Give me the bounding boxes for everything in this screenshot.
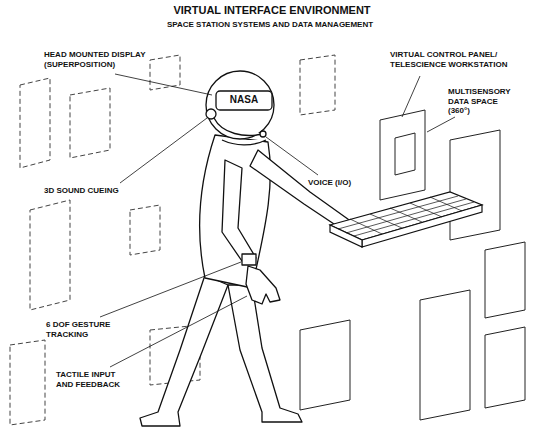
collar: [222, 140, 266, 145]
visor: [216, 91, 272, 110]
control-panel: [380, 110, 425, 200]
key-col: [350, 219, 382, 234]
left-arm: [222, 160, 256, 264]
leader-line: [266, 137, 318, 175]
left-leg: [140, 275, 228, 426]
gesture-tracker: [242, 254, 256, 265]
data-panel: [30, 200, 70, 310]
data-panel: [70, 88, 110, 158]
astronaut: [140, 71, 352, 426]
glove-hand: [246, 266, 280, 304]
diagram-title: VIRTUAL INTERFACE ENVIRONMENT: [2, 4, 540, 17]
helmet-logo: NASA: [216, 94, 272, 106]
key-col: [410, 203, 442, 217]
data-panel: [450, 130, 500, 240]
data-panel: [420, 290, 470, 420]
subtitle: SPACE STATION SYSTEMS AND DATA MANAGEMEN…: [140, 20, 400, 30]
control-panel-screen: [395, 133, 415, 175]
callout-label: MULTISENSORY DATA SPACE (360°): [448, 87, 522, 116]
key-grid: [338, 196, 474, 236]
right-leg: [228, 285, 302, 422]
callout-label: VIRTUAL CONTROL PANEL/ TELESCIENCE WORKS…: [390, 50, 520, 69]
key-row: [338, 196, 458, 229]
microphone: [260, 131, 266, 137]
callout-label: HEAD MOUNTED DISPLAY (SUPERPOSITION): [44, 50, 162, 69]
leader-lines: [100, 74, 455, 367]
key-col: [370, 214, 402, 228]
leader-line: [110, 296, 247, 367]
data-panel: [300, 320, 350, 410]
keyboard-edge: [330, 225, 362, 247]
dashed-panels: [10, 55, 335, 425]
data-panel: [485, 242, 525, 318]
callout-label: 3D SOUND CUEING: [44, 186, 144, 196]
keyboard: [330, 192, 482, 247]
helmet: [206, 71, 274, 139]
data-panel: [485, 327, 525, 408]
key-col: [390, 208, 422, 222]
leader-line: [120, 118, 207, 183]
key-col: [430, 197, 462, 211]
callout-label: VOICE (I/O): [308, 178, 378, 188]
callout-label: 6 DOF GESTURE TRACKING: [46, 320, 122, 339]
data-panel: [300, 55, 335, 115]
leader-line: [100, 262, 241, 317]
callout-label: TACTILE INPUT AND FEEDBACK: [56, 370, 134, 389]
data-panel: [10, 340, 45, 425]
data-panel: [130, 205, 160, 255]
leader-line: [402, 76, 420, 117]
data-panel: [20, 78, 50, 168]
key-row: [354, 202, 474, 236]
solid-panels: [300, 110, 525, 420]
leader-line: [115, 74, 212, 95]
key-row: [346, 199, 466, 233]
mic-boom: [214, 118, 262, 135]
leader-line: [427, 117, 455, 132]
earphone: [206, 109, 216, 119]
